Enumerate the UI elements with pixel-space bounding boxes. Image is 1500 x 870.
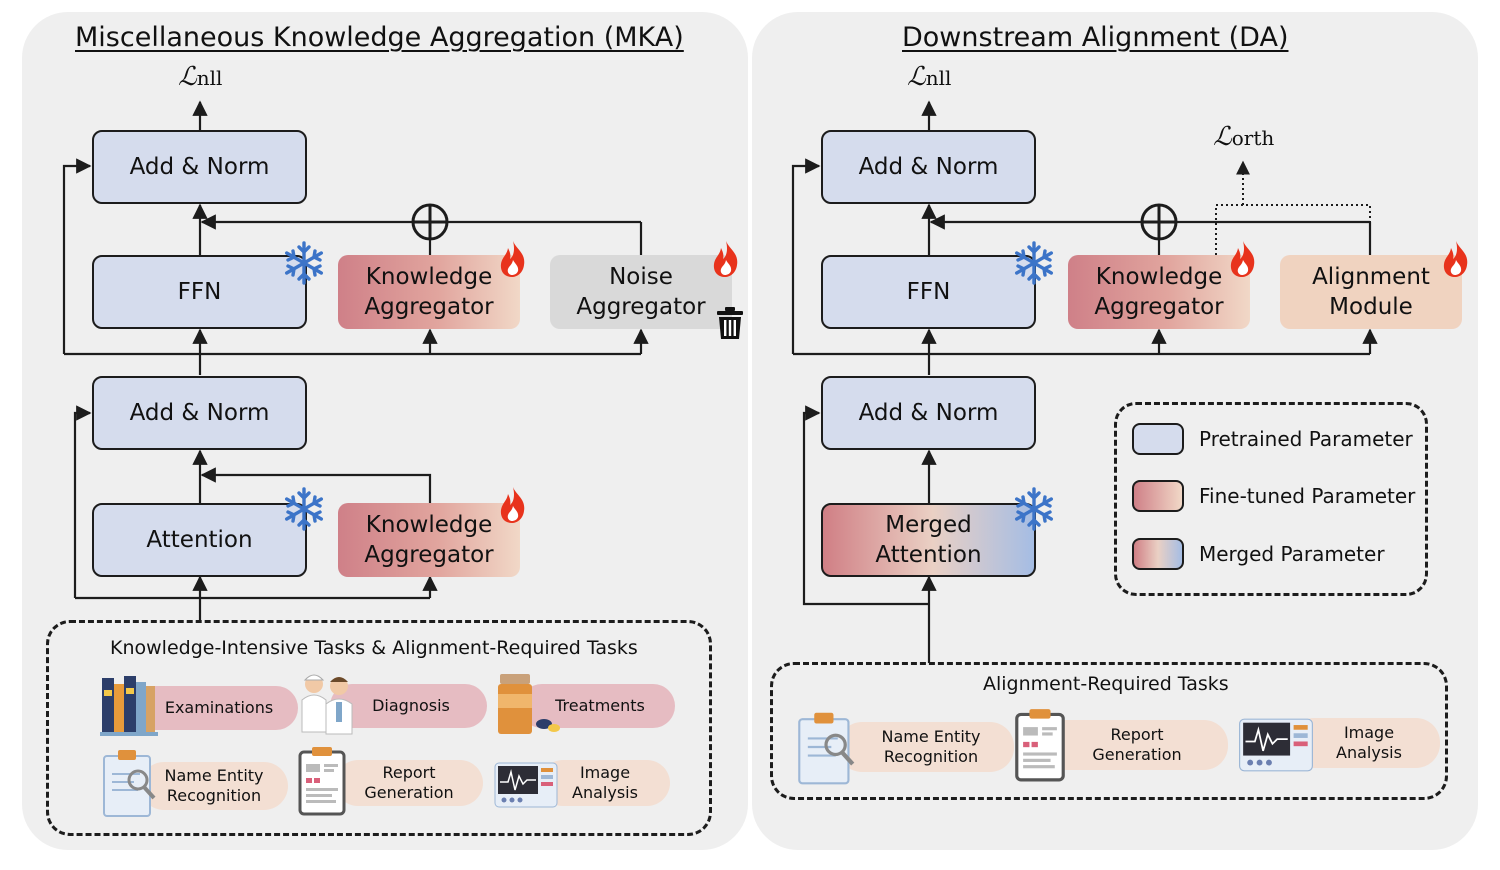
flame-icon <box>1443 241 1468 277</box>
mka-loss-nll: ℒnll <box>178 62 223 92</box>
da-task-image-analysis: Image Analysis <box>1290 718 1440 768</box>
da-title: Downstream Alignment (DA) <box>902 22 1289 53</box>
task-name-entity-recognition: Name Entity Recognition <box>140 762 288 810</box>
legend-swatch-finetuned <box>1132 480 1184 512</box>
da-residual-top <box>791 158 821 354</box>
da-merged-attention: Merged Attention <box>821 503 1036 577</box>
doctors-icon <box>301 674 353 735</box>
da-task-name-entity-recognition: Name Entity Recognition <box>838 722 1014 772</box>
flame-icon <box>500 241 525 277</box>
task-diagnosis: Diagnosis <box>330 684 487 728</box>
mka-tasks-title: Knowledge-Intensive Tasks & Alignment-Re… <box>110 637 638 659</box>
task-report-generation: Report Generation <box>335 760 483 806</box>
trash-icon <box>717 307 743 339</box>
mka-title: Miscellaneous Knowledge Aggregation (MKA… <box>75 22 684 53</box>
da-ffn: FFN <box>821 255 1036 329</box>
da-add-norm-bottom: Add & Norm <box>821 376 1036 450</box>
mka-knowledge-aggregator-attn: Knowledge Aggregator <box>338 503 520 577</box>
snowflake-icon <box>285 241 323 285</box>
mka-noise-aggregator: Noise Aggregator <box>550 255 732 329</box>
legend-label-finetuned: Fine-tuned Parameter <box>1199 484 1416 508</box>
line-ka2-to-main <box>200 467 432 503</box>
da-knowledge-aggregator: Knowledge Aggregator <box>1068 255 1250 329</box>
legend-box <box>1114 402 1428 596</box>
da-loss-orth: ℒorth <box>1213 122 1275 152</box>
books-icon <box>100 676 158 736</box>
da-alignment-module: Alignment Module <box>1280 255 1462 329</box>
da-task-report-generation: Report Generation <box>1040 720 1228 770</box>
clipboard-magnifier-icon <box>798 712 855 785</box>
mka-add-norm-top: Add & Norm <box>92 130 307 204</box>
monitor-icon <box>1239 718 1313 772</box>
mka-attention: Attention <box>92 503 307 577</box>
clipboard-magnifier-icon <box>103 750 156 817</box>
da-loss-nll: ℒnll <box>907 62 952 92</box>
da-sum-symbol <box>1140 203 1178 241</box>
legend-label-pretrained: Pretrained Parameter <box>1199 427 1413 451</box>
residual-bottom <box>73 405 92 598</box>
monitor-icon <box>494 762 558 808</box>
snowflake-icon <box>1015 487 1053 531</box>
flame-icon <box>1230 241 1255 277</box>
residual-top <box>62 158 92 354</box>
report-icon <box>1015 709 1065 782</box>
report-icon <box>298 747 346 816</box>
da-tasks-container <box>770 662 1448 800</box>
snowflake-icon <box>285 487 323 531</box>
legend-label-merged: Merged Parameter <box>1199 542 1385 566</box>
task-examinations: Examinations <box>130 686 298 730</box>
mka-knowledge-aggregator-ffn: Knowledge Aggregator <box>338 255 520 329</box>
da-add-norm-top: Add & Norm <box>821 130 1036 204</box>
da-residual-bottom <box>802 405 929 606</box>
mka-ffn: FFN <box>92 255 307 329</box>
mka-sum-symbol <box>411 203 449 241</box>
task-image-analysis: Image Analysis <box>540 760 670 806</box>
da-tasks-title: Alignment-Required Tasks <box>983 673 1229 695</box>
flame-icon <box>713 241 738 277</box>
da-orth-connector <box>1215 204 1371 255</box>
pill-bottle-icon <box>498 674 560 734</box>
legend-swatch-pretrained <box>1132 423 1184 455</box>
legend-swatch-merged <box>1132 538 1184 570</box>
mka-tasks-container <box>46 620 712 836</box>
flame-icon <box>500 487 525 523</box>
mka-add-norm-bottom: Add & Norm <box>92 376 307 450</box>
snowflake-icon <box>1015 241 1053 285</box>
